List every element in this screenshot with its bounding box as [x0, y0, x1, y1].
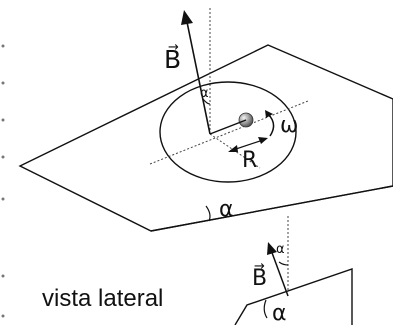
field-vector [186, 21, 211, 135]
side-view-field-arrowhead [267, 242, 277, 255]
angle-arc-top [202, 98, 211, 105]
side-view-field-vector [270, 249, 289, 297]
field-arrowhead [181, 10, 193, 25]
field-label: B [164, 45, 181, 74]
incline-angle-label: α [219, 197, 234, 222]
side-view-angle-label-bottom: α [272, 301, 287, 325]
angular-velocity-label: ω [280, 113, 298, 138]
side-view-angle-arc-top [278, 261, 289, 266]
side-view-field-label: B [252, 266, 267, 291]
radius-arrow-right [258, 137, 268, 144]
edge-dots [1, 44, 5, 318]
rotation-arrowhead [265, 110, 273, 118]
rotation-arrow [267, 113, 275, 137]
field-vector-mark: → [168, 40, 179, 55]
side-view-field-vector-mark: → [254, 259, 265, 274]
radius-arrow-left [228, 145, 238, 152]
radius-line [209, 119, 247, 135]
side-view-angle-label-top: α [276, 242, 285, 257]
ground-edge [150, 185, 393, 232]
angle-label-top: α [200, 86, 209, 101]
side-view-angle-arc-bottom [263, 299, 268, 319]
plane-axis-horizontal [149, 100, 309, 165]
angle-arc-incline [205, 205, 211, 222]
inclined-plane [18, 44, 393, 232]
orbit-circle [159, 81, 297, 183]
side-view-incline [234, 268, 353, 325]
radius-label: R [242, 148, 257, 173]
side-view-caption: vista lateral [42, 285, 163, 312]
